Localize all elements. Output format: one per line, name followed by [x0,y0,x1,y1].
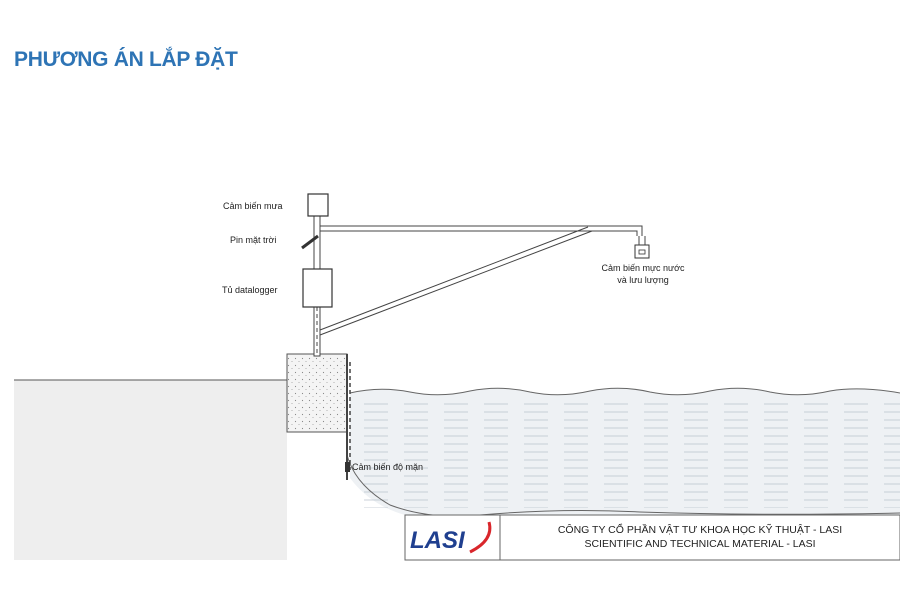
label-water-level-sensor-line1: Cảm biến mực nước [602,263,685,273]
lasi-logo-swoosh [469,521,492,554]
label-water-level-sensor-line2: và lưu lượng [617,275,668,285]
water-lines [352,400,900,508]
label-solar-panel: Pin mặt trời [230,235,276,245]
ground-area [14,380,287,560]
label-salinity-sensor: Cảm biến độ mặn [352,462,423,472]
rain-sensor-box [307,193,329,217]
label-rain-sensor: Cảm biến mưa [223,201,283,211]
riverbed-line [346,454,900,517]
company-name-vn: CÔNG TY CỔ PHẦN VẬT TƯ KHOA HỌC KỸ THUẬT… [558,523,842,536]
water-surface-line [349,387,900,396]
salinity-sensor-probe [345,462,350,472]
slide-title: PHƯƠNG ÁN LẮP ĐẶT [14,48,238,71]
lasi-logo: LASI [410,521,492,554]
horizontal-arm [320,225,643,236]
lasi-logo-text: LASI [410,527,466,554]
label-datalogger: Tủ datalogger [222,285,278,295]
company-name-en: SCIENTIFIC AND TECHNICAL MATERIAL - LASI [584,538,815,550]
footer-title-block [404,514,900,561]
solar-panel [301,234,319,250]
water-level-sensor-box [634,244,650,259]
diagonal-brace [319,226,593,336]
datalogger-cabinet [302,268,333,308]
